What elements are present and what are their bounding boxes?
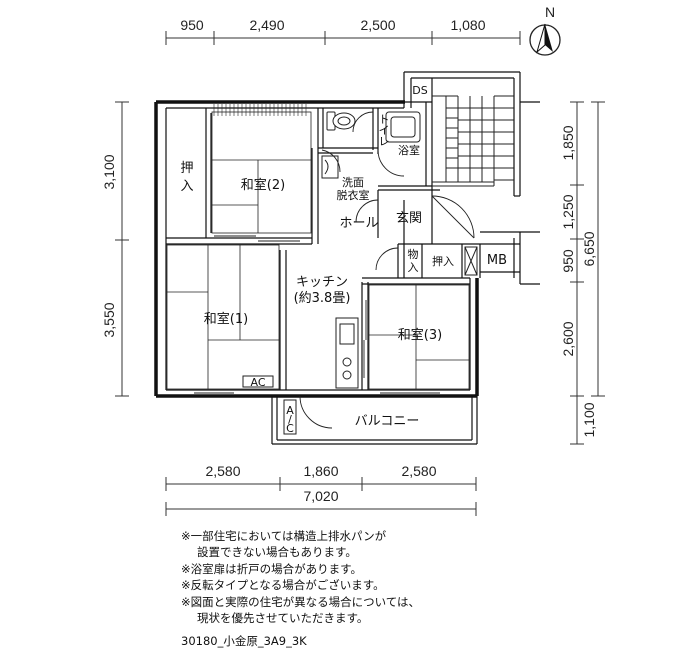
- dim-bottom-1860: 1,860: [303, 463, 338, 479]
- dim-right-total: 6,650: [581, 231, 597, 266]
- dim-top-2490: 2,490: [249, 17, 284, 33]
- note-line: 設置できない場合もあります。: [197, 545, 357, 560]
- label-oshiire-left-2: 入: [180, 179, 193, 194]
- label-toilet-1: ト: [379, 113, 390, 126]
- note-line: ※浴室扉は折戸の場合があります。: [181, 561, 362, 576]
- label-ac-outdoor-2: /: [288, 413, 292, 426]
- note-line: 現状を優先させていただきます。: [197, 611, 369, 626]
- ac-outdoor-icon: [283, 399, 297, 435]
- label-oshiire-left-1: 押: [180, 161, 193, 176]
- dim-right-1250: 1,250: [560, 194, 576, 229]
- dim-right-1850: 1,850: [560, 125, 576, 160]
- label-ac: AC: [250, 376, 265, 389]
- label-washitsu1: 和室(1): [204, 311, 248, 327]
- label-toilet-2: イ: [379, 124, 390, 137]
- label-oshiire-mid: 押入: [432, 254, 454, 268]
- washbasin-icon: [321, 155, 339, 179]
- dim-bottom-2580a: 2,580: [205, 463, 240, 479]
- note-line: ※一部住宅においては構造上排水パンが: [181, 529, 387, 543]
- label-kitchen: キッチン: [296, 275, 348, 290]
- dim-left-3100: 3,100: [101, 154, 117, 189]
- note-line: ※図面と実際の住宅が異なる場合については、: [181, 594, 421, 609]
- dim-right-2600: 2,600: [560, 321, 576, 356]
- label-balcony: バルコニー: [355, 414, 420, 429]
- dim-right-950: 950: [560, 249, 576, 273]
- dim-top-1080: 1,080: [450, 17, 485, 33]
- walls: [154, 71, 540, 445]
- label-ac-outdoor-3: C: [286, 422, 294, 435]
- sink-counter-icon: [335, 317, 359, 389]
- label-hall: ホール: [339, 216, 378, 231]
- door-swings: [194, 111, 475, 429]
- dim-left-3550: 3,550: [101, 302, 117, 337]
- note-line: ※反転タイプとなる場合がございます。: [181, 578, 385, 593]
- label-washitsu2: 和室(2): [241, 177, 285, 193]
- label-monoire-2: 入: [408, 261, 419, 274]
- label-genkan: 玄関: [396, 211, 422, 226]
- dim-right-1100: 1,100: [581, 402, 597, 437]
- dim-bottom-2580b: 2,580: [401, 463, 436, 479]
- label-ac-outdoor-1: A: [286, 404, 294, 417]
- toilet-icon: [326, 111, 356, 131]
- mb-box-icon: [464, 246, 478, 276]
- notes: ※一部住宅においては構造上排水パンが 設置できない場合もあります。 ※浴室扉は折…: [181, 528, 420, 626]
- label-bath: 浴室: [398, 143, 420, 157]
- tatami-washitsu2: [211, 104, 312, 234]
- compass-icon: [529, 23, 561, 56]
- compass-label: N: [545, 4, 555, 20]
- label-senmen: 洗面: [342, 176, 364, 189]
- label-datsuishitsu: 脱衣室: [337, 188, 370, 202]
- staircase: [432, 95, 514, 187]
- dim-top-950: 950: [180, 17, 204, 33]
- label-mb: MB: [487, 253, 507, 268]
- label-washitsu3: 和室(3): [398, 327, 442, 343]
- tatami-washitsu3: [368, 284, 470, 390]
- dim-bottom-total: 7,020: [303, 488, 338, 504]
- dim-top-2500: 2,500: [360, 17, 395, 33]
- label-monoire-1: 物: [408, 247, 419, 261]
- tatami-washitsu1: [166, 244, 280, 390]
- dimension-lines: [115, 31, 605, 516]
- ac-unit-icon: [242, 375, 274, 388]
- label-ds: DS: [412, 84, 427, 97]
- bathtub-icon: [385, 111, 421, 143]
- label-toilet-3: レ: [379, 135, 390, 148]
- plan-code: 30180_小金原_3A9_3K: [181, 634, 307, 648]
- label-kitchen-size: (約3.8畳): [294, 291, 351, 306]
